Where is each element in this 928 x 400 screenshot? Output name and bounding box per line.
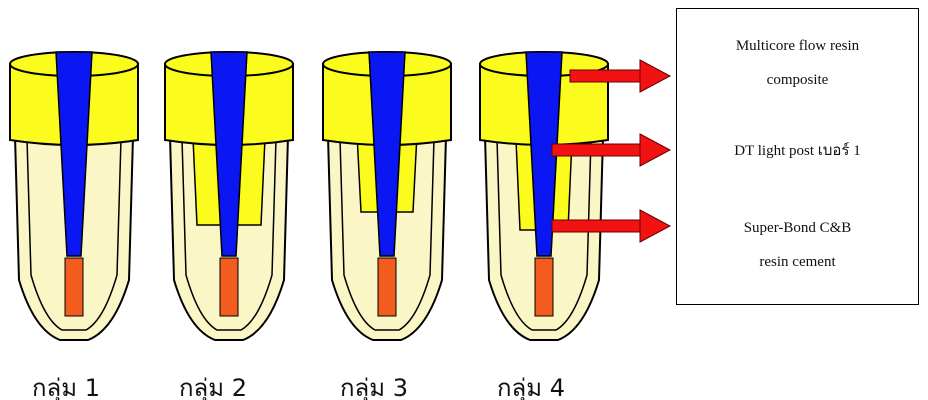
legend-box-composite: Multicore flow resin composite	[676, 8, 919, 117]
tooth-4-fiber-post	[525, 51, 563, 257]
arrow-to-composite	[569, 59, 672, 93]
legend-cement-line-1: Super-Bond C&B	[743, 220, 852, 236]
tooth-1-gutta-percha	[64, 257, 84, 317]
tooth-4-gutta-percha	[534, 257, 554, 317]
tooth-3	[322, 51, 452, 341]
tooth-1-canal-outline	[25, 104, 123, 331]
legend-box-cement: Super-Bond C&B resin cement	[676, 186, 919, 305]
legend-cement-line-2: resin cement	[759, 254, 836, 270]
group-label-2: กลุ่ม 2	[179, 374, 247, 400]
legend-composite-line-2: composite	[766, 71, 829, 88]
tooth-3-canal-outline	[338, 104, 436, 331]
tooth-2-fiber-post	[210, 51, 248, 257]
group-label-4: กลุ่ม 4	[497, 374, 565, 400]
tooth-4	[479, 51, 609, 341]
group-label-3: กลุ่ม 3	[340, 374, 408, 400]
tooth-3-gutta-percha	[377, 257, 397, 317]
tooth-1-fiber-post	[55, 51, 93, 257]
tooth-2-gutta-percha	[219, 257, 239, 317]
group-label-1: กลุ่ม 1	[32, 374, 100, 400]
legend-composite-line-1: Multicore flow resin	[735, 37, 860, 54]
tooth-2-canal-outline	[180, 104, 278, 331]
tooth-3-fiber-post	[368, 51, 406, 257]
arrow-to-post	[551, 133, 672, 167]
tooth-1	[9, 51, 139, 341]
legend-box-post: DT light post เบอร์ 1	[676, 116, 919, 187]
tooth-4-canal-outline	[495, 104, 593, 331]
tooth-2	[164, 51, 294, 341]
legend-post-line-1: DT light post เบอร์ 1	[734, 143, 861, 159]
arrow-to-cement	[551, 209, 672, 243]
